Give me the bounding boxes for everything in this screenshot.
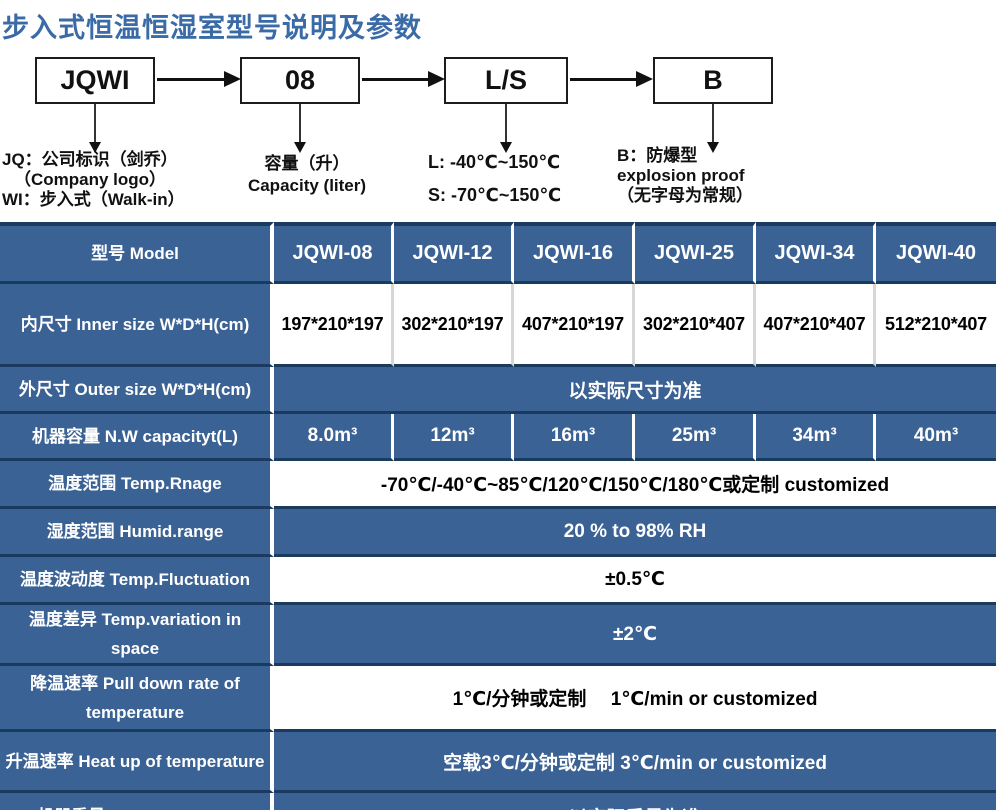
connector-line xyxy=(505,104,507,143)
flow-box-capacity-code: 08 xyxy=(240,57,360,104)
arrow-line xyxy=(570,78,638,81)
data-cell: JQWI-16 xyxy=(514,222,635,284)
row-label: 温度差异 Temp.variation in space xyxy=(0,605,274,666)
arrow-right-icon xyxy=(428,71,445,87)
arrow-right-icon xyxy=(224,71,241,87)
data-cell: 302*210*407 xyxy=(635,284,756,367)
span-cell: ±2℃ xyxy=(274,605,996,666)
row-label: 型号 Model xyxy=(0,222,274,284)
table-row: 机器重量 N.W weight(kg)以实际重量为准 xyxy=(0,793,996,810)
span-cell: 20 % to 98% RH xyxy=(274,509,996,557)
arrow-down-icon xyxy=(89,142,101,153)
span-cell: 1℃/分钟或定制 1℃/min or customized xyxy=(274,666,996,732)
row-label: 降温速率 Pull down rate of temperature xyxy=(0,666,274,732)
data-cell: 16m³ xyxy=(514,414,635,461)
note-explosion-code: B：防爆型 explosion proof （无字母为常规） xyxy=(617,146,753,206)
table-row: 温度差异 Temp.variation in space±2℃ xyxy=(0,605,996,666)
arrow-down-icon xyxy=(707,142,719,153)
arrow-line xyxy=(362,78,430,81)
data-cell: JQWI-25 xyxy=(635,222,756,284)
flow-box-range-code: L/S xyxy=(444,57,568,104)
connector-line xyxy=(712,104,714,143)
note-line: S: -70℃~150℃ xyxy=(428,185,562,205)
note-line: B：防爆型 xyxy=(617,146,698,165)
data-cell: JQWI-34 xyxy=(756,222,876,284)
table-row: 外尺寸 Outer size W*D*H(cm)以实际尺寸为准 xyxy=(0,367,996,414)
data-cell: 407*210*197 xyxy=(514,284,635,367)
row-label: 外尺寸 Outer size W*D*H(cm) xyxy=(0,367,274,414)
row-label: 内尺寸 Inner size W*D*H(cm) xyxy=(0,284,274,367)
note-line: JQ：公司标识（剑乔） xyxy=(2,150,178,169)
row-label: 温度波动度 Temp.Fluctuation xyxy=(0,557,274,605)
row-label: 机器容量 N.W capacityt(L) xyxy=(0,414,274,461)
data-cell: JQWI-40 xyxy=(876,222,996,284)
model-naming-diagram: 步入式恒温恒湿室型号说明及参数 JQWI 08 L/S B JQ：公司标识（剑乔… xyxy=(0,0,996,222)
row-label: 机器重量 N.W weight(kg) xyxy=(0,793,274,810)
note-range-code: L: -40℃~150℃ S: -70℃~150℃ xyxy=(428,152,561,205)
span-cell: 以实际尺寸为准 xyxy=(274,367,996,414)
data-cell: 197*210*197 xyxy=(274,284,394,367)
note-company-code: JQ：公司标识（剑乔） （Company logo） WI：步入式（Walk-i… xyxy=(2,150,185,210)
note-capacity-code: 容量（升） Capacity (liter) xyxy=(212,153,402,197)
row-label: 升温速率 Heat up of temperature xyxy=(0,732,274,793)
page-title: 步入式恒温恒湿室型号说明及参数 xyxy=(2,13,422,43)
table-row: 温度范围 Temp.Rnage-70℃/-40℃~85℃/120℃/150℃/1… xyxy=(0,461,996,509)
data-cell: 34m³ xyxy=(756,414,876,461)
note-line: WI：步入式（Walk-in） xyxy=(2,190,185,209)
note-line: （Company logo） xyxy=(14,170,167,189)
data-cell: 40m³ xyxy=(876,414,996,461)
data-cell: 302*210*197 xyxy=(394,284,514,367)
row-label: 温度范围 Temp.Rnage xyxy=(0,461,274,509)
flow-box-company-code: JQWI xyxy=(35,57,155,104)
data-cell: 25m³ xyxy=(635,414,756,461)
span-cell: ±0.5℃ xyxy=(274,557,996,605)
note-line: explosion proof xyxy=(617,166,745,185)
arrow-down-icon xyxy=(294,142,306,153)
note-line: （无字母为常规） xyxy=(617,186,753,205)
note-line: L: -40℃~150℃ xyxy=(428,152,561,172)
span-cell: 以实际重量为准 xyxy=(274,793,996,810)
row-label: 湿度范围 Humid.range xyxy=(0,509,274,557)
note-line: 容量（升） xyxy=(264,154,350,173)
data-cell: JQWI-12 xyxy=(394,222,514,284)
flow-box-explosion-code: B xyxy=(653,57,773,104)
connector-line xyxy=(94,104,96,143)
span-cell: 空载3℃/分钟或定制 3℃/min or customized xyxy=(274,732,996,793)
data-cell: 407*210*407 xyxy=(756,284,876,367)
note-line: Capacity (liter) xyxy=(247,176,367,195)
data-cell: 8.0m³ xyxy=(274,414,394,461)
span-cell: -70℃/-40℃~85℃/120℃/150℃/180℃或定制 customiz… xyxy=(274,461,996,509)
connector-line xyxy=(299,104,301,143)
arrow-line xyxy=(157,78,227,81)
arrow-right-icon xyxy=(636,71,653,87)
table-row: 温度波动度 Temp.Fluctuation±0.5℃ xyxy=(0,557,996,605)
data-cell: 512*210*407 xyxy=(876,284,996,367)
arrow-down-icon xyxy=(500,142,512,153)
data-cell: JQWI-08 xyxy=(274,222,394,284)
data-cell: 12m³ xyxy=(394,414,514,461)
